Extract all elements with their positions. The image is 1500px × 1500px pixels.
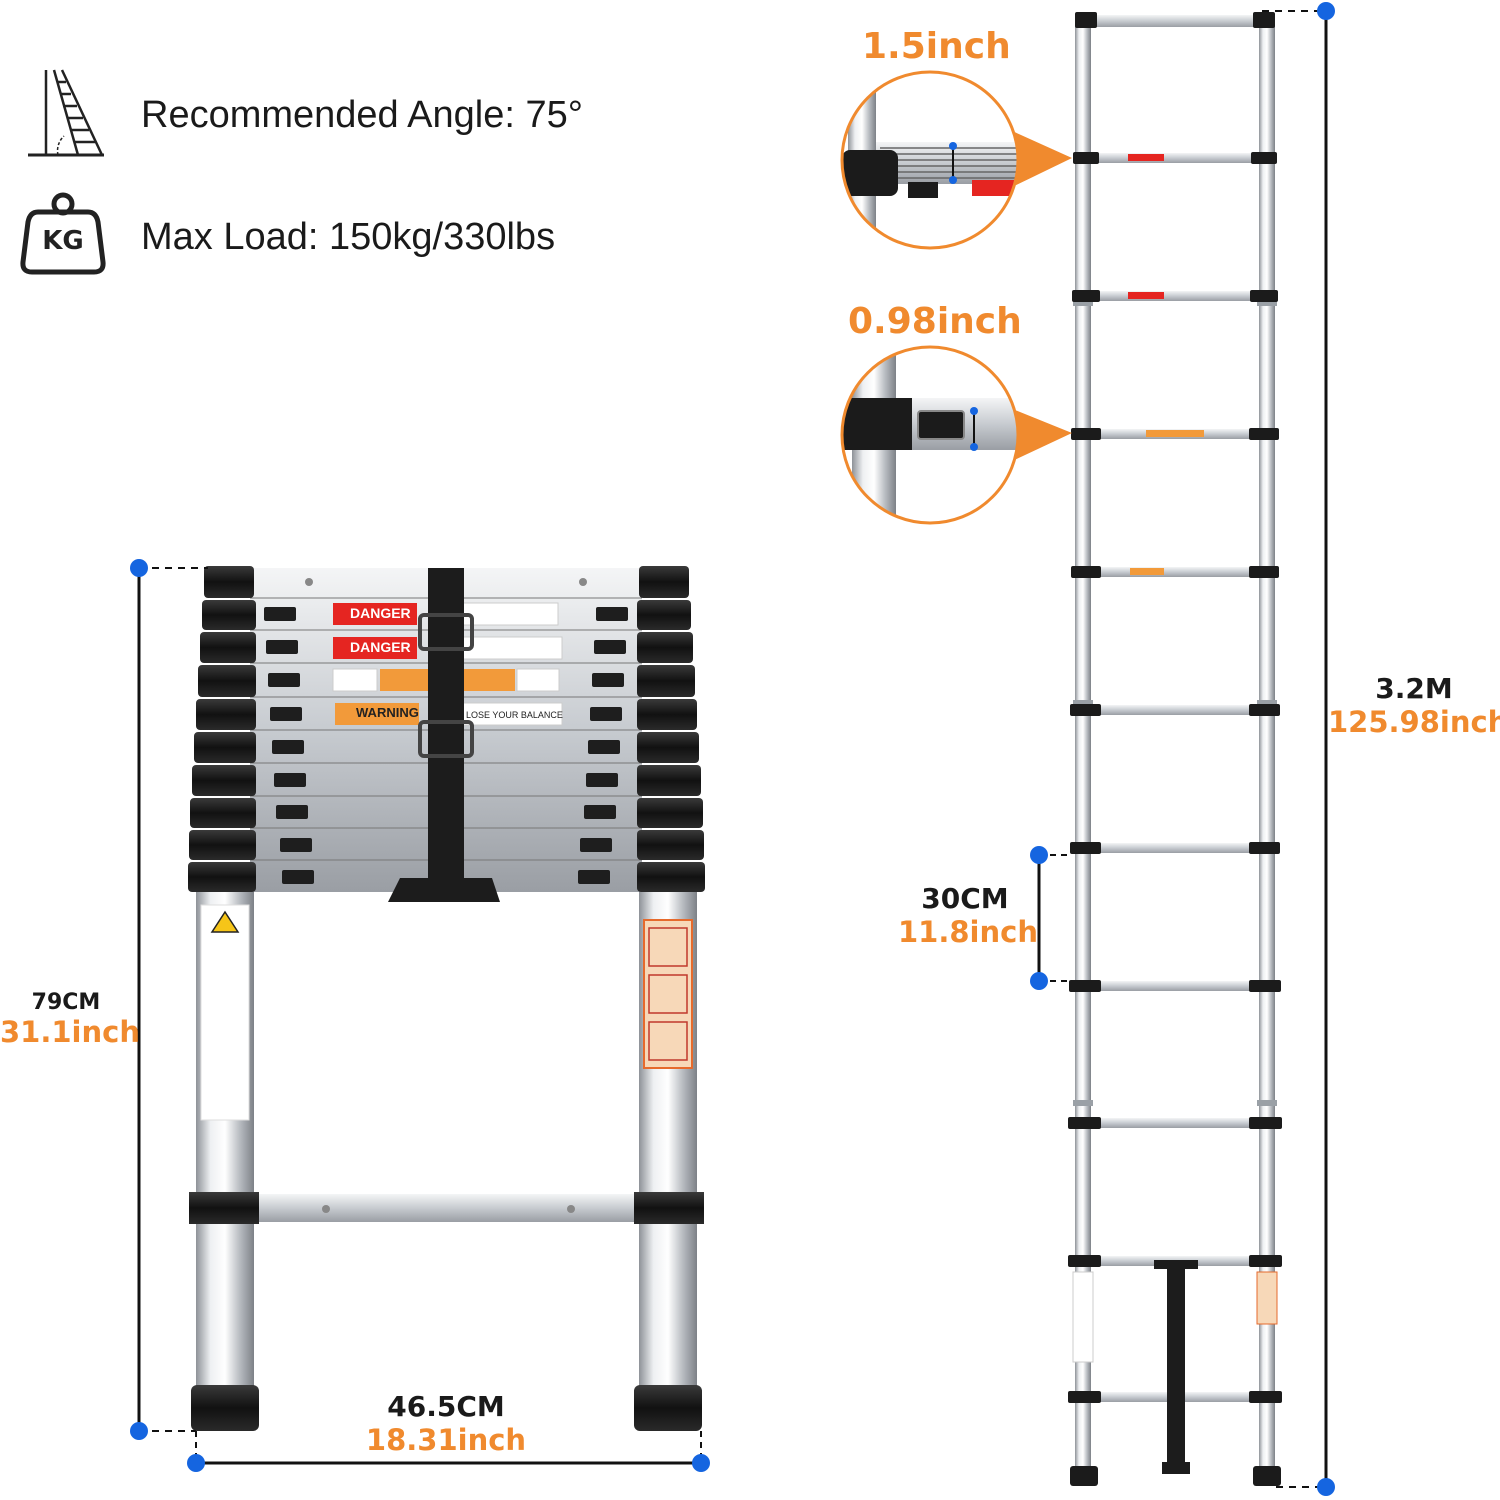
- width-imperial: 18.31inch: [365, 1423, 527, 1457]
- collapsed-height-imperial: 31.1inch: [0, 1015, 140, 1049]
- ladder-angle-icon: [28, 69, 104, 157]
- max-load-text: Max Load: 150kg/330lbs: [141, 216, 556, 258]
- rung-gap-value: 0.98inch: [848, 301, 1022, 342]
- width-metric: 46.5CM: [387, 1390, 505, 1423]
- stacked-rungs: [188, 566, 705, 902]
- collapsed-height-metric: 79CM: [31, 990, 101, 1015]
- extended-rungs: [1068, 12, 1282, 1486]
- danger-label-2: DANGER: [350, 639, 411, 655]
- warning-label: WARNING: [356, 705, 419, 720]
- rung-gap-callout: [840, 345, 1072, 525]
- danger-label-1: DANGER: [350, 605, 411, 621]
- rung-spacing-imperial: 11.8inch: [898, 915, 1038, 949]
- rung-depth-callout: [840, 70, 1072, 250]
- collapsed-height-label: 79CM 31.1inch: [0, 990, 140, 1049]
- rung-depth-value: 1.5inch: [862, 26, 1011, 67]
- balance-label: LOSE YOUR BALANCE: [466, 710, 563, 720]
- rung-spacing-label: 30CM 11.8inch: [898, 882, 1038, 949]
- width-label: 46.5CM 18.31inch: [346, 1390, 546, 1457]
- extended-height-imperial: 125.98inch: [1328, 705, 1500, 739]
- extended-height-dimension: [1262, 2, 1335, 1496]
- width-dimension: [187, 1431, 710, 1472]
- collapsed-height-dimension: [130, 559, 208, 1440]
- kg-icon-label: KG: [42, 226, 84, 256]
- rung-spacing-dimension: [1030, 846, 1072, 990]
- extended-height-metric: 3.2M: [1375, 672, 1453, 705]
- rung-spacing-metric: 30CM: [921, 882, 1009, 915]
- extended-ladder: [1068, 12, 1282, 1486]
- recommended-angle-text: Recommended Angle: 75°: [141, 94, 583, 136]
- collapsed-ladder: [188, 566, 705, 1431]
- kg-weight-icon: [20, 192, 106, 275]
- extended-height-label: 3.2M 125.98inch: [1328, 672, 1500, 739]
